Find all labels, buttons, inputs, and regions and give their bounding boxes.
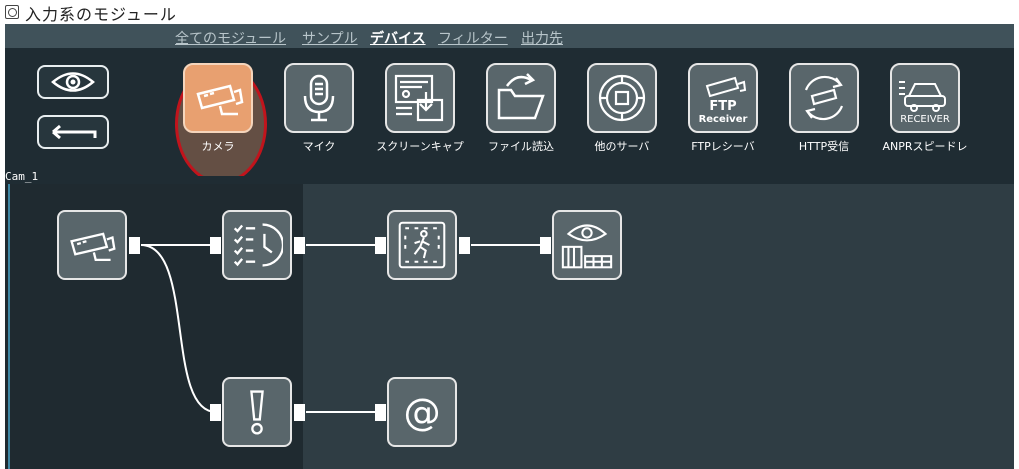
canvas-header: Cam_1 [5,170,1014,184]
back-button[interactable] [37,115,109,149]
module-microphone[interactable]: マイク [269,55,369,159]
category-tabs: 全てのモジュール サンプル デバイス フィルター 出力先 [5,24,1014,48]
input-port[interactable] [375,237,386,254]
eye-icon [51,72,95,92]
input-port[interactable] [210,404,221,421]
module-label: FTPレシーバ [691,140,755,153]
at-sign: @ [403,391,440,434]
module-ftp-receiver[interactable]: FTP Receiver FTPレシーバ [673,55,773,159]
tab-devices[interactable]: デバイス [370,31,426,47]
ftp-text: FTP [709,99,736,114]
other-server-icon [598,74,646,122]
microphone-icon [303,74,335,122]
module-editor: 全てのモジュール サンプル デバイス フィルター 出力先 [5,24,1014,469]
window-title: 入力系のモジュール [25,5,177,24]
camera-icon [70,232,116,262]
motion-detector-icon [398,221,446,269]
module-anpr-receiver[interactable]: RECEIVER ANPRスピードレ [875,55,975,159]
node-motion-detector[interactable] [387,210,457,280]
pipeline-connections [140,244,546,413]
module-label: ANPRスピードレ [882,140,968,153]
module-camera[interactable]: カメラ [168,55,268,159]
http-receive-icon [804,75,844,121]
module-label: 他のサーバ [594,140,650,153]
tab-outputs[interactable]: 出力先 [521,31,563,47]
module-label: マイク [302,140,336,153]
tab-samples[interactable]: サンプル [302,31,358,47]
receiver-subtext: Receiver [699,114,748,125]
module-screen-capture[interactable]: スクリーンキャプ [370,55,470,159]
module-other-server[interactable]: 他のサーバ [572,55,672,159]
node-email[interactable]: @ [387,377,457,447]
canvas-left-edge [8,184,10,469]
module-label: ファイル読込 [488,140,554,153]
node-alert[interactable] [222,377,292,447]
back-arrow-icon [52,124,97,140]
module-palette: カメラ マイク [5,48,1014,184]
node-viewer[interactable] [552,210,622,280]
wire-camera-alert [140,244,217,413]
output-port[interactable] [129,237,140,254]
screen-capture-icon [394,74,444,122]
window-title-bar: 入力系のモジュール [0,0,1019,24]
email-icon: @ [403,391,440,434]
node-camera[interactable] [57,210,127,280]
input-port[interactable] [210,237,221,254]
tab-all-modules[interactable]: 全てのモジュール [175,31,287,47]
pipeline-canvas[interactable]: Cam_1 [5,170,1014,469]
alert-icon [250,390,264,435]
app-icon [5,5,19,19]
view-button[interactable] [37,65,109,99]
ftp-receiver-icon: FTP Receiver [699,76,748,125]
tab-filters[interactable]: フィルター [438,31,508,47]
folder-load-icon [497,73,545,120]
viewer-icon [561,224,613,269]
module-http-receive[interactable]: HTTP受信 [774,55,874,159]
schedule-icon [233,223,283,267]
module-label: スクリーンキャプ [376,140,464,153]
output-port[interactable] [294,237,305,254]
module-label: HTTP受信 [798,140,850,153]
pipeline-name: Cam_1 [5,170,39,183]
input-port[interactable] [375,404,386,421]
output-port[interactable] [294,404,305,421]
node-schedule[interactable] [222,210,292,280]
anpr-receiver-icon: RECEIVER [899,81,950,125]
module-file-load[interactable]: ファイル読込 [471,55,571,159]
output-port[interactable] [459,237,470,254]
module-label: カメラ [201,140,235,153]
receiver-text: RECEIVER [900,114,950,125]
input-port[interactable] [540,237,551,254]
camera-icon [196,84,244,116]
